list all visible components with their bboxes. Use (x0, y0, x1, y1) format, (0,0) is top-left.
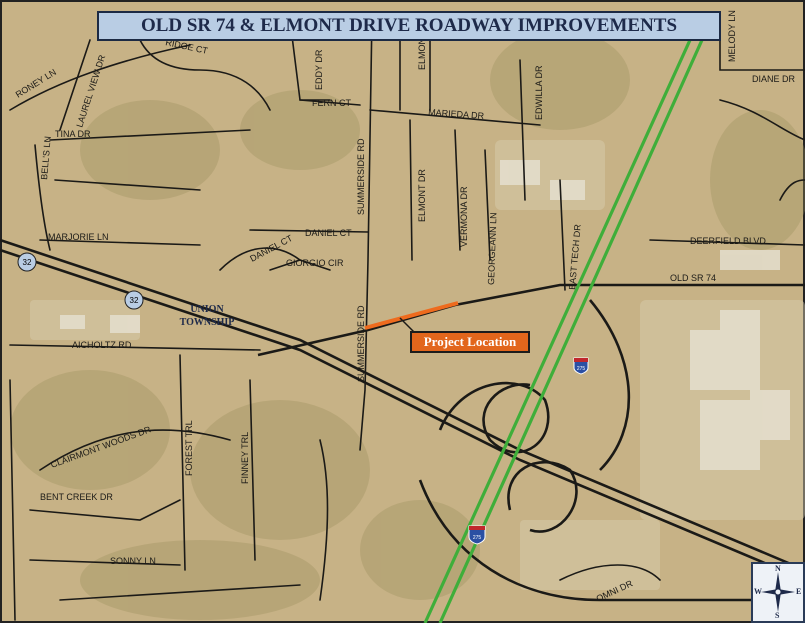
label-edwilla-dr: EDWILLA DR (534, 65, 544, 120)
township-label: UNION TOWNSHIP (180, 304, 235, 328)
local-streets (9, 14, 805, 621)
svg-text:32: 32 (130, 296, 139, 305)
north-arrow: N S W E (751, 562, 805, 623)
compass-n: N (775, 564, 781, 573)
label-marjorie-ln: MARJORIE LN (48, 232, 109, 242)
label-elmont-top: ELMONT (417, 32, 427, 70)
i275-shield-north: 275 (573, 357, 589, 375)
sr32-shield-east: 32 (124, 290, 144, 310)
svg-text:32: 32 (23, 258, 32, 267)
label-georgeann-ln: GEORGEANN LN (486, 212, 499, 285)
label-sonny-ln: SONNY LN (110, 556, 156, 566)
label-elmont-dr: ELMONT DR (417, 169, 427, 222)
buildings (60, 160, 790, 470)
compass-e: E (796, 587, 802, 596)
project-location-callout: Project Location (410, 331, 530, 353)
label-old-sr-74: OLD SR 74 (670, 273, 716, 283)
label-giorgio-cir: GIORGIO CIR (286, 258, 344, 268)
label-daniel-ct-2: DANIEL CT (305, 228, 352, 238)
callout-leader (399, 317, 416, 334)
sr32-shield-west: 32 (17, 252, 37, 272)
label-eddy-dr: EDDY DR (314, 49, 324, 90)
label-melody-ln: MELODY LN (727, 10, 737, 62)
svg-text:275: 275 (473, 535, 482, 541)
label-summerside-rd-north: SUMMERSIDE RD (356, 138, 366, 215)
label-finney-trl: FINNEY TRL (240, 432, 250, 484)
label-deerfield-blvd: DEERFIELD BLVD (690, 236, 766, 246)
township-line-1: UNION (190, 304, 224, 315)
label-bells-ln: BELL'S LN (39, 136, 53, 180)
compass-s: S (775, 611, 780, 620)
label-summerside-rd-south: SUMMERSIDE RD (356, 305, 366, 382)
label-forest-trl: FOREST TRL (184, 420, 194, 476)
label-diane-dr: DIANE DR (752, 74, 796, 84)
label-vermona-dr: VERMONA DR (459, 186, 469, 247)
label-fern-ct: FERN CT (312, 98, 351, 108)
compass-w: W (754, 587, 762, 596)
project-segment (364, 301, 459, 330)
label-tina-dr: TINA DR (55, 129, 91, 139)
label-aicholtz-rd: AICHOLTZ RD (72, 340, 132, 350)
map-title: OLD SR 74 & ELMONT DRIVE ROADWAY IMPROVE… (97, 11, 721, 41)
township-line-2: TOWNSHIP (180, 317, 235, 328)
label-marieda-dr: MARIEDA DR (428, 107, 485, 121)
svg-text:275: 275 (577, 366, 586, 372)
compass-rose-icon (761, 572, 795, 612)
label-bent-creek-dr: BENT CREEK DR (40, 492, 113, 502)
i275-shield-south: 275 (468, 525, 486, 545)
